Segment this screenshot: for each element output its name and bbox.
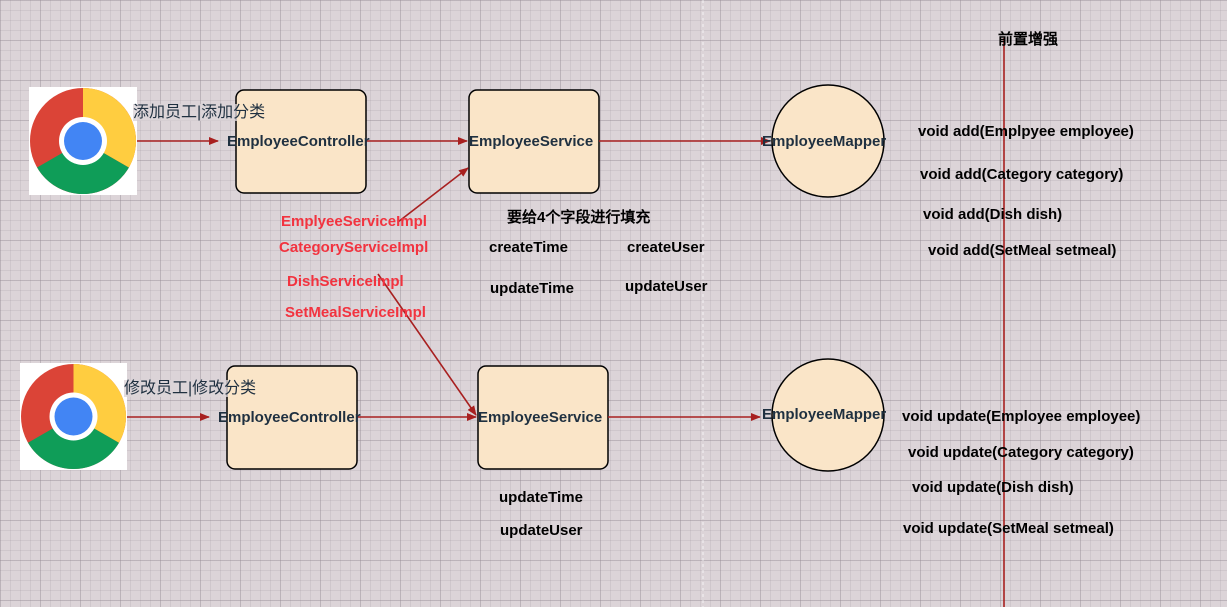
impl-dish: DishServiceImpl: [287, 273, 404, 290]
impl-category: CategoryServiceImpl: [279, 239, 429, 256]
mapper-label-top: EmployeeMapper: [762, 133, 887, 150]
edge-label-add: 添加员工|添加分类: [133, 104, 266, 121]
update-method-dish: void update(Dish dish): [912, 479, 1074, 496]
impl-employee: EmplyeeServiceImpl: [281, 213, 427, 230]
mapper-circle-top: [771, 84, 885, 198]
update-method-setmeal: void update(SetMeal setmeal): [903, 520, 1114, 537]
edge-label-update: 修改员工|修改分类: [124, 380, 257, 397]
mapper-circle-bottom: [771, 358, 885, 472]
arrow-impl-to-service-bottom: [377, 273, 477, 416]
field-create-user: createUser: [627, 239, 705, 256]
update-method-employee: void update(Employee employee): [902, 408, 1141, 425]
mapper-label-bottom: EmployeeMapper: [762, 406, 887, 423]
fill-note-title: 要给4个字段进行填充: [507, 209, 651, 226]
update-method-category: void update(Category category): [908, 444, 1134, 461]
arrow-impl-to-service-top: [397, 167, 469, 223]
chrome-browser-icon-top: [29, 87, 137, 195]
impl-setmeal: SetMealServiceImpl: [285, 304, 426, 321]
service-label-top: EmployeeService: [469, 133, 594, 150]
controller-label-top: EmployeeController: [227, 133, 370, 150]
field-create-time: createTime: [489, 239, 568, 256]
update-field-user: updateUser: [500, 522, 583, 539]
chrome-browser-icon-bottom: [20, 363, 127, 470]
add-method-category: void add(Category category): [920, 166, 1124, 183]
service-label-bottom: EmployeeService: [478, 409, 603, 426]
add-method-employee: void add(Emplpyee employee): [918, 123, 1134, 140]
field-update-user: updateUser: [625, 278, 708, 295]
add-method-dish: void add(Dish dish): [923, 206, 1063, 223]
add-method-setmeal: void add(SetMeal setmeal): [928, 242, 1117, 259]
field-update-time: updateTime: [490, 280, 574, 297]
before-advice-label: 前置增强: [998, 31, 1059, 48]
controller-label-bottom: EmployeeController: [218, 409, 361, 426]
update-field-time: updateTime: [499, 489, 583, 506]
